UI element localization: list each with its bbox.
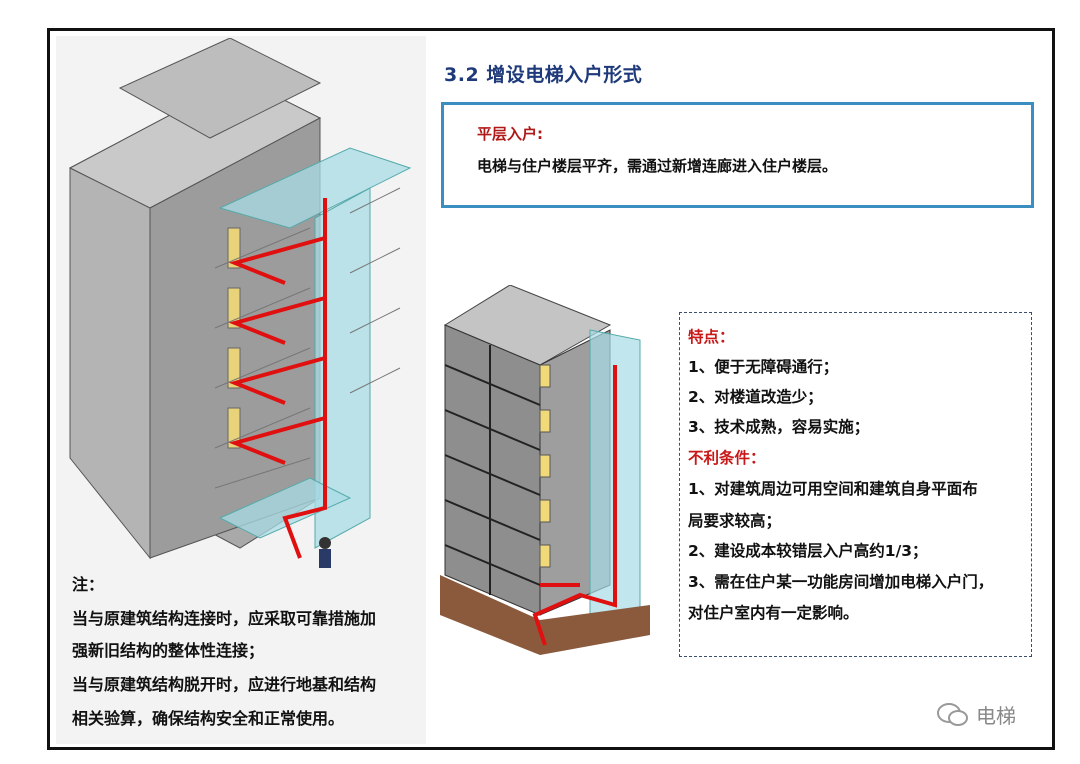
watermark: 电梯 [936, 700, 1016, 729]
disadvantage-item: 3、需在住户某一功能房间增加电梯入户门， [688, 573, 994, 591]
building-illustration-small [440, 285, 650, 655]
disadvantage-item: 2、建设成本较错层入户高约1/3； [688, 542, 928, 560]
feature-item: 2、对楼道改造少； [688, 388, 823, 406]
page-title: 3.2 增设电梯入户形式 [444, 64, 643, 86]
feature-item: 1、便于无障碍通行； [688, 358, 839, 376]
note-line: 当与原建筑结构连接时，应采取可靠措施加 [72, 609, 377, 628]
flat-entry-heading: 平层入户: [477, 125, 543, 143]
features-box: 特点： 1、便于无障碍通行； 2、对楼道改造少； 3、技术成熟，容易实施； 不利… [679, 312, 1032, 657]
disadvantage-item: 对住户室内有一定影响。 [688, 604, 859, 622]
disadvantage-item: 1、对建筑周边可用空间和建筑自身平面布 [688, 480, 978, 498]
wechat-icon [936, 702, 970, 728]
note-line: 当与原建筑结构脱开时，应进行地基和结构 [72, 675, 377, 694]
building-illustration-large [68, 38, 412, 568]
note-line: 强新旧结构的整体性连接； [72, 641, 265, 660]
flat-entry-text: 电梯与住户楼层平齐，需通过新增连廊进入住户楼层。 [477, 157, 838, 175]
disadvantage-item: 局要求较高； [688, 512, 782, 530]
flat-entry-box: 平层入户: 电梯与住户楼层平齐，需通过新增连廊进入住户楼层。 [441, 102, 1034, 208]
note-heading: 注： [72, 575, 105, 594]
features-heading: 特点： [688, 328, 735, 346]
watermark-text: 电梯 [976, 704, 1016, 728]
feature-item: 3、技术成熟，容易实施； [688, 418, 870, 436]
disadvantages-heading: 不利条件： [688, 449, 766, 467]
note-line: 相关验算，确保结构安全和正常使用。 [72, 709, 345, 728]
